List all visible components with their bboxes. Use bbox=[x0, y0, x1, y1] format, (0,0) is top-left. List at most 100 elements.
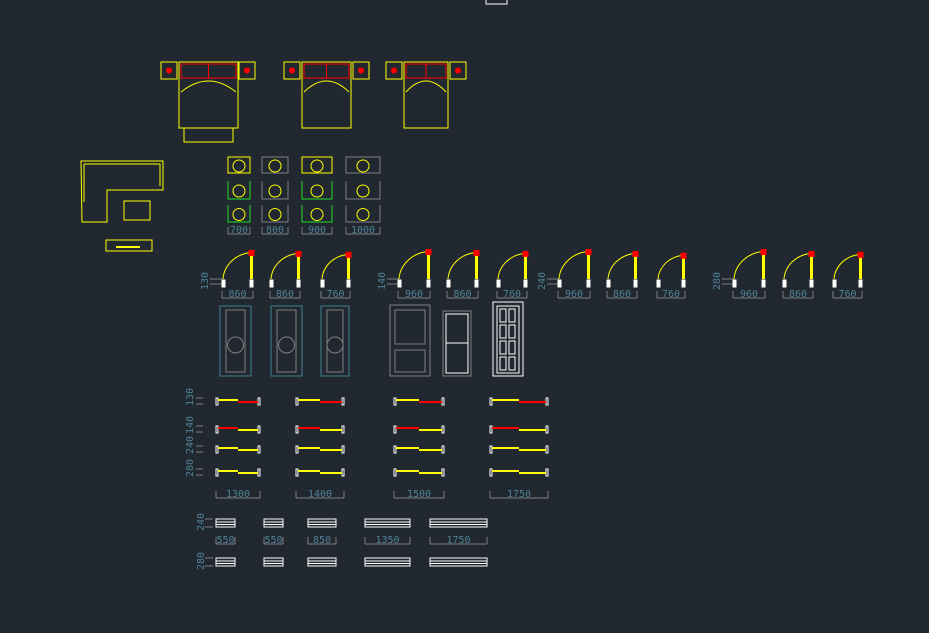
dimension-label: 860 bbox=[613, 289, 631, 300]
lamp-icon bbox=[358, 67, 364, 74]
cad-rect bbox=[320, 305, 350, 377]
jamb bbox=[606, 279, 611, 288]
nightstand bbox=[449, 61, 467, 80]
jamb bbox=[397, 279, 402, 288]
swing-arc bbox=[558, 251, 589, 280]
viewport-marker bbox=[485, 0, 508, 5]
sliding-door-row: 240 bbox=[185, 436, 549, 454]
dimension-label: 760 bbox=[838, 289, 856, 300]
jamb bbox=[215, 468, 219, 477]
swing-arc bbox=[398, 251, 429, 280]
vanity bbox=[345, 156, 381, 174]
nightstand bbox=[385, 61, 403, 80]
sliding-dimension: 1500 bbox=[393, 489, 445, 500]
dimension-label: 1300 bbox=[226, 489, 250, 500]
sliding-door-row: 140 bbox=[185, 416, 549, 434]
window-dimension: 550 bbox=[215, 535, 236, 546]
dimension-label: 760 bbox=[662, 289, 680, 300]
jamb bbox=[257, 445, 261, 454]
jamb bbox=[393, 425, 397, 434]
dimension-label: 860 bbox=[276, 289, 294, 300]
window bbox=[307, 518, 337, 528]
dimension-label: 860 bbox=[228, 289, 246, 300]
dimension-label: 700 bbox=[230, 225, 248, 236]
vanity bbox=[301, 156, 333, 174]
jamb bbox=[341, 397, 345, 406]
basin bbox=[268, 208, 282, 221]
thickness-label: 280 bbox=[185, 459, 196, 477]
dimension-label: 550 bbox=[264, 535, 282, 546]
bed-frame bbox=[403, 61, 449, 129]
cad-rect bbox=[270, 305, 303, 377]
glass-pane bbox=[499, 340, 507, 355]
door-elevation bbox=[270, 305, 303, 377]
jamb bbox=[489, 468, 493, 477]
jamb bbox=[474, 279, 479, 288]
glass-pane bbox=[508, 308, 516, 323]
dimension-label: 960 bbox=[740, 289, 758, 300]
jamb bbox=[545, 397, 549, 406]
dimension-label: 860 bbox=[453, 289, 471, 300]
dimension-label: 1400 bbox=[308, 489, 332, 500]
hinge bbox=[248, 249, 255, 256]
thickness-label: 280 bbox=[196, 552, 207, 570]
swing-door: 760 bbox=[832, 251, 864, 300]
door-elevation bbox=[492, 301, 524, 377]
jamb bbox=[441, 397, 445, 406]
swing-door-group: 130 860 860 760 bbox=[200, 249, 352, 300]
window-dimension: 850 bbox=[307, 535, 337, 546]
lamp-icon bbox=[289, 67, 295, 74]
window-dimension: 550 bbox=[263, 535, 284, 546]
swing-arc bbox=[657, 254, 684, 280]
jamb bbox=[545, 468, 549, 477]
dimension-label: 860 bbox=[789, 289, 807, 300]
sink-column: 800 bbox=[261, 156, 289, 236]
sliding-dimension: 1400 bbox=[295, 489, 345, 500]
window bbox=[364, 518, 411, 528]
jamb bbox=[393, 468, 397, 477]
window-dimension: 1750 bbox=[429, 535, 488, 546]
door-ornament bbox=[326, 336, 344, 354]
door-elevation bbox=[320, 305, 350, 377]
dimension-label: 900 bbox=[308, 225, 326, 236]
thickness-label: 130 bbox=[200, 272, 211, 290]
jamb bbox=[249, 279, 254, 288]
basin bbox=[310, 184, 324, 198]
swing-door: 860 bbox=[606, 250, 639, 300]
glass-pane bbox=[499, 324, 507, 339]
swing-door: 960 bbox=[397, 249, 432, 300]
basin bbox=[232, 159, 246, 173]
swing-door: 860 bbox=[269, 250, 302, 300]
thickness-label: 140 bbox=[185, 416, 196, 434]
vanity bbox=[261, 205, 289, 223]
swing-arc bbox=[321, 253, 349, 280]
glass-pane bbox=[508, 356, 516, 371]
door-elevation bbox=[442, 310, 472, 377]
jamb bbox=[489, 445, 493, 454]
jamb bbox=[732, 279, 737, 288]
dimension-label: 760 bbox=[326, 289, 344, 300]
sliding-dimension: 1300 bbox=[215, 489, 261, 500]
jamb bbox=[295, 425, 299, 434]
jamb bbox=[393, 397, 397, 406]
jamb bbox=[257, 468, 261, 477]
jamb bbox=[656, 279, 661, 288]
dimension-label: 1750 bbox=[446, 535, 470, 546]
swing-arc bbox=[447, 251, 477, 280]
jamb bbox=[295, 397, 299, 406]
hinge bbox=[680, 252, 687, 259]
swing-arc bbox=[783, 252, 812, 280]
vanity bbox=[227, 181, 251, 200]
hinge bbox=[760, 249, 767, 256]
lamp-icon bbox=[166, 67, 172, 74]
jamb bbox=[858, 279, 863, 288]
jamb bbox=[346, 279, 351, 288]
sink-column: 900 bbox=[301, 156, 333, 236]
cad-rect bbox=[219, 305, 252, 377]
window-row: 280 bbox=[196, 552, 488, 570]
bed bbox=[160, 61, 256, 143]
jamb bbox=[761, 279, 766, 288]
